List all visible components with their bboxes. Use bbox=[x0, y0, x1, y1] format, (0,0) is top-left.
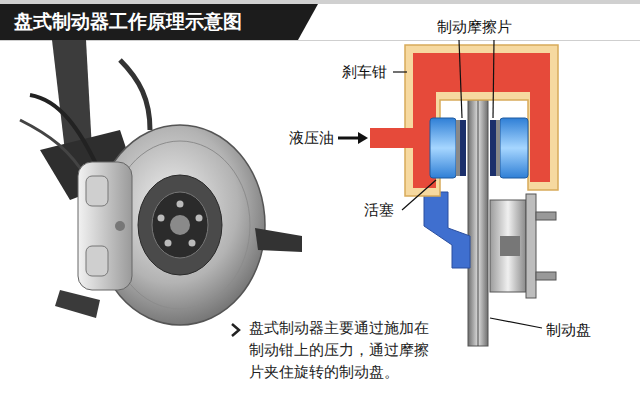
title-text: 盘式制动器工作原理示意图 bbox=[14, 10, 242, 33]
bullet-chevron bbox=[232, 324, 239, 336]
brake-photo-part bbox=[196, 215, 203, 222]
brake-schematic-part bbox=[490, 120, 496, 176]
brake-photo-part bbox=[78, 162, 132, 290]
brake-schematic-part bbox=[526, 194, 536, 298]
brake-schematic-part bbox=[536, 212, 556, 220]
brake-photo-part bbox=[158, 215, 165, 222]
brake-photo bbox=[20, 40, 302, 325]
brake-photo-part bbox=[138, 175, 222, 275]
part-label: 液压油 bbox=[289, 129, 334, 147]
brake-photo-part bbox=[86, 176, 108, 206]
leader-lines-part bbox=[490, 318, 542, 328]
brake-photo-part bbox=[170, 215, 190, 235]
title-banner-part bbox=[0, 0, 640, 4]
brake-schematic-part bbox=[496, 120, 500, 176]
brake-schematic-part bbox=[468, 100, 488, 346]
brake-schematic-part bbox=[405, 45, 558, 196]
brake-photo-part bbox=[95, 125, 265, 325]
brake-photo-part bbox=[115, 221, 125, 231]
flow-arrow-part bbox=[338, 137, 360, 140]
brake-schematic-part bbox=[478, 100, 479, 346]
leader-lines bbox=[393, 40, 542, 328]
brake-schematic-part bbox=[500, 118, 528, 178]
leader-lines-part bbox=[493, 40, 494, 118]
brake-schematic-part bbox=[536, 272, 556, 280]
brake-photo-part bbox=[152, 192, 208, 258]
brake-schematic-part bbox=[370, 128, 415, 148]
leader-lines-part bbox=[393, 71, 407, 72]
brake-photo-part bbox=[20, 120, 88, 180]
brake-schematic-part bbox=[456, 120, 460, 176]
brake-schematic-part bbox=[500, 236, 520, 256]
brake-schematic-part bbox=[424, 192, 470, 268]
brake-photo-part bbox=[55, 290, 100, 318]
brake-photo-part bbox=[177, 201, 184, 208]
brake-schematic-part bbox=[460, 120, 466, 176]
brake-schematic-part bbox=[430, 118, 456, 178]
part-label: 制动摩擦片 bbox=[437, 18, 512, 36]
brake-schematic-part bbox=[413, 53, 550, 188]
leader-lines-part bbox=[459, 40, 462, 118]
brake-photo-part bbox=[189, 240, 196, 247]
brake-schematic-part bbox=[490, 200, 526, 292]
brake-schematic bbox=[370, 45, 558, 346]
part-label: 刹车钳 bbox=[342, 63, 387, 81]
part-label: 活塞 bbox=[364, 201, 394, 219]
flow-arrow-part bbox=[358, 132, 368, 144]
part-label: 制动盘 bbox=[546, 321, 591, 339]
title-banner-part bbox=[0, 40, 640, 41]
brake-photo-part bbox=[165, 240, 172, 247]
bullet-chevron-part bbox=[232, 324, 239, 336]
caption-text: 盘式制动器主要通过施加在制动钳上的压力，通过摩擦片夹住旋转的制动盘。 bbox=[249, 318, 431, 383]
brake-photo-part bbox=[86, 246, 108, 276]
leader-lines-part bbox=[402, 180, 436, 210]
flow-arrow bbox=[338, 132, 368, 144]
title-banner bbox=[0, 0, 640, 41]
title-banner-part bbox=[0, 4, 318, 40]
brake-photo-part bbox=[120, 60, 150, 130]
brake-photo-part bbox=[255, 228, 302, 252]
